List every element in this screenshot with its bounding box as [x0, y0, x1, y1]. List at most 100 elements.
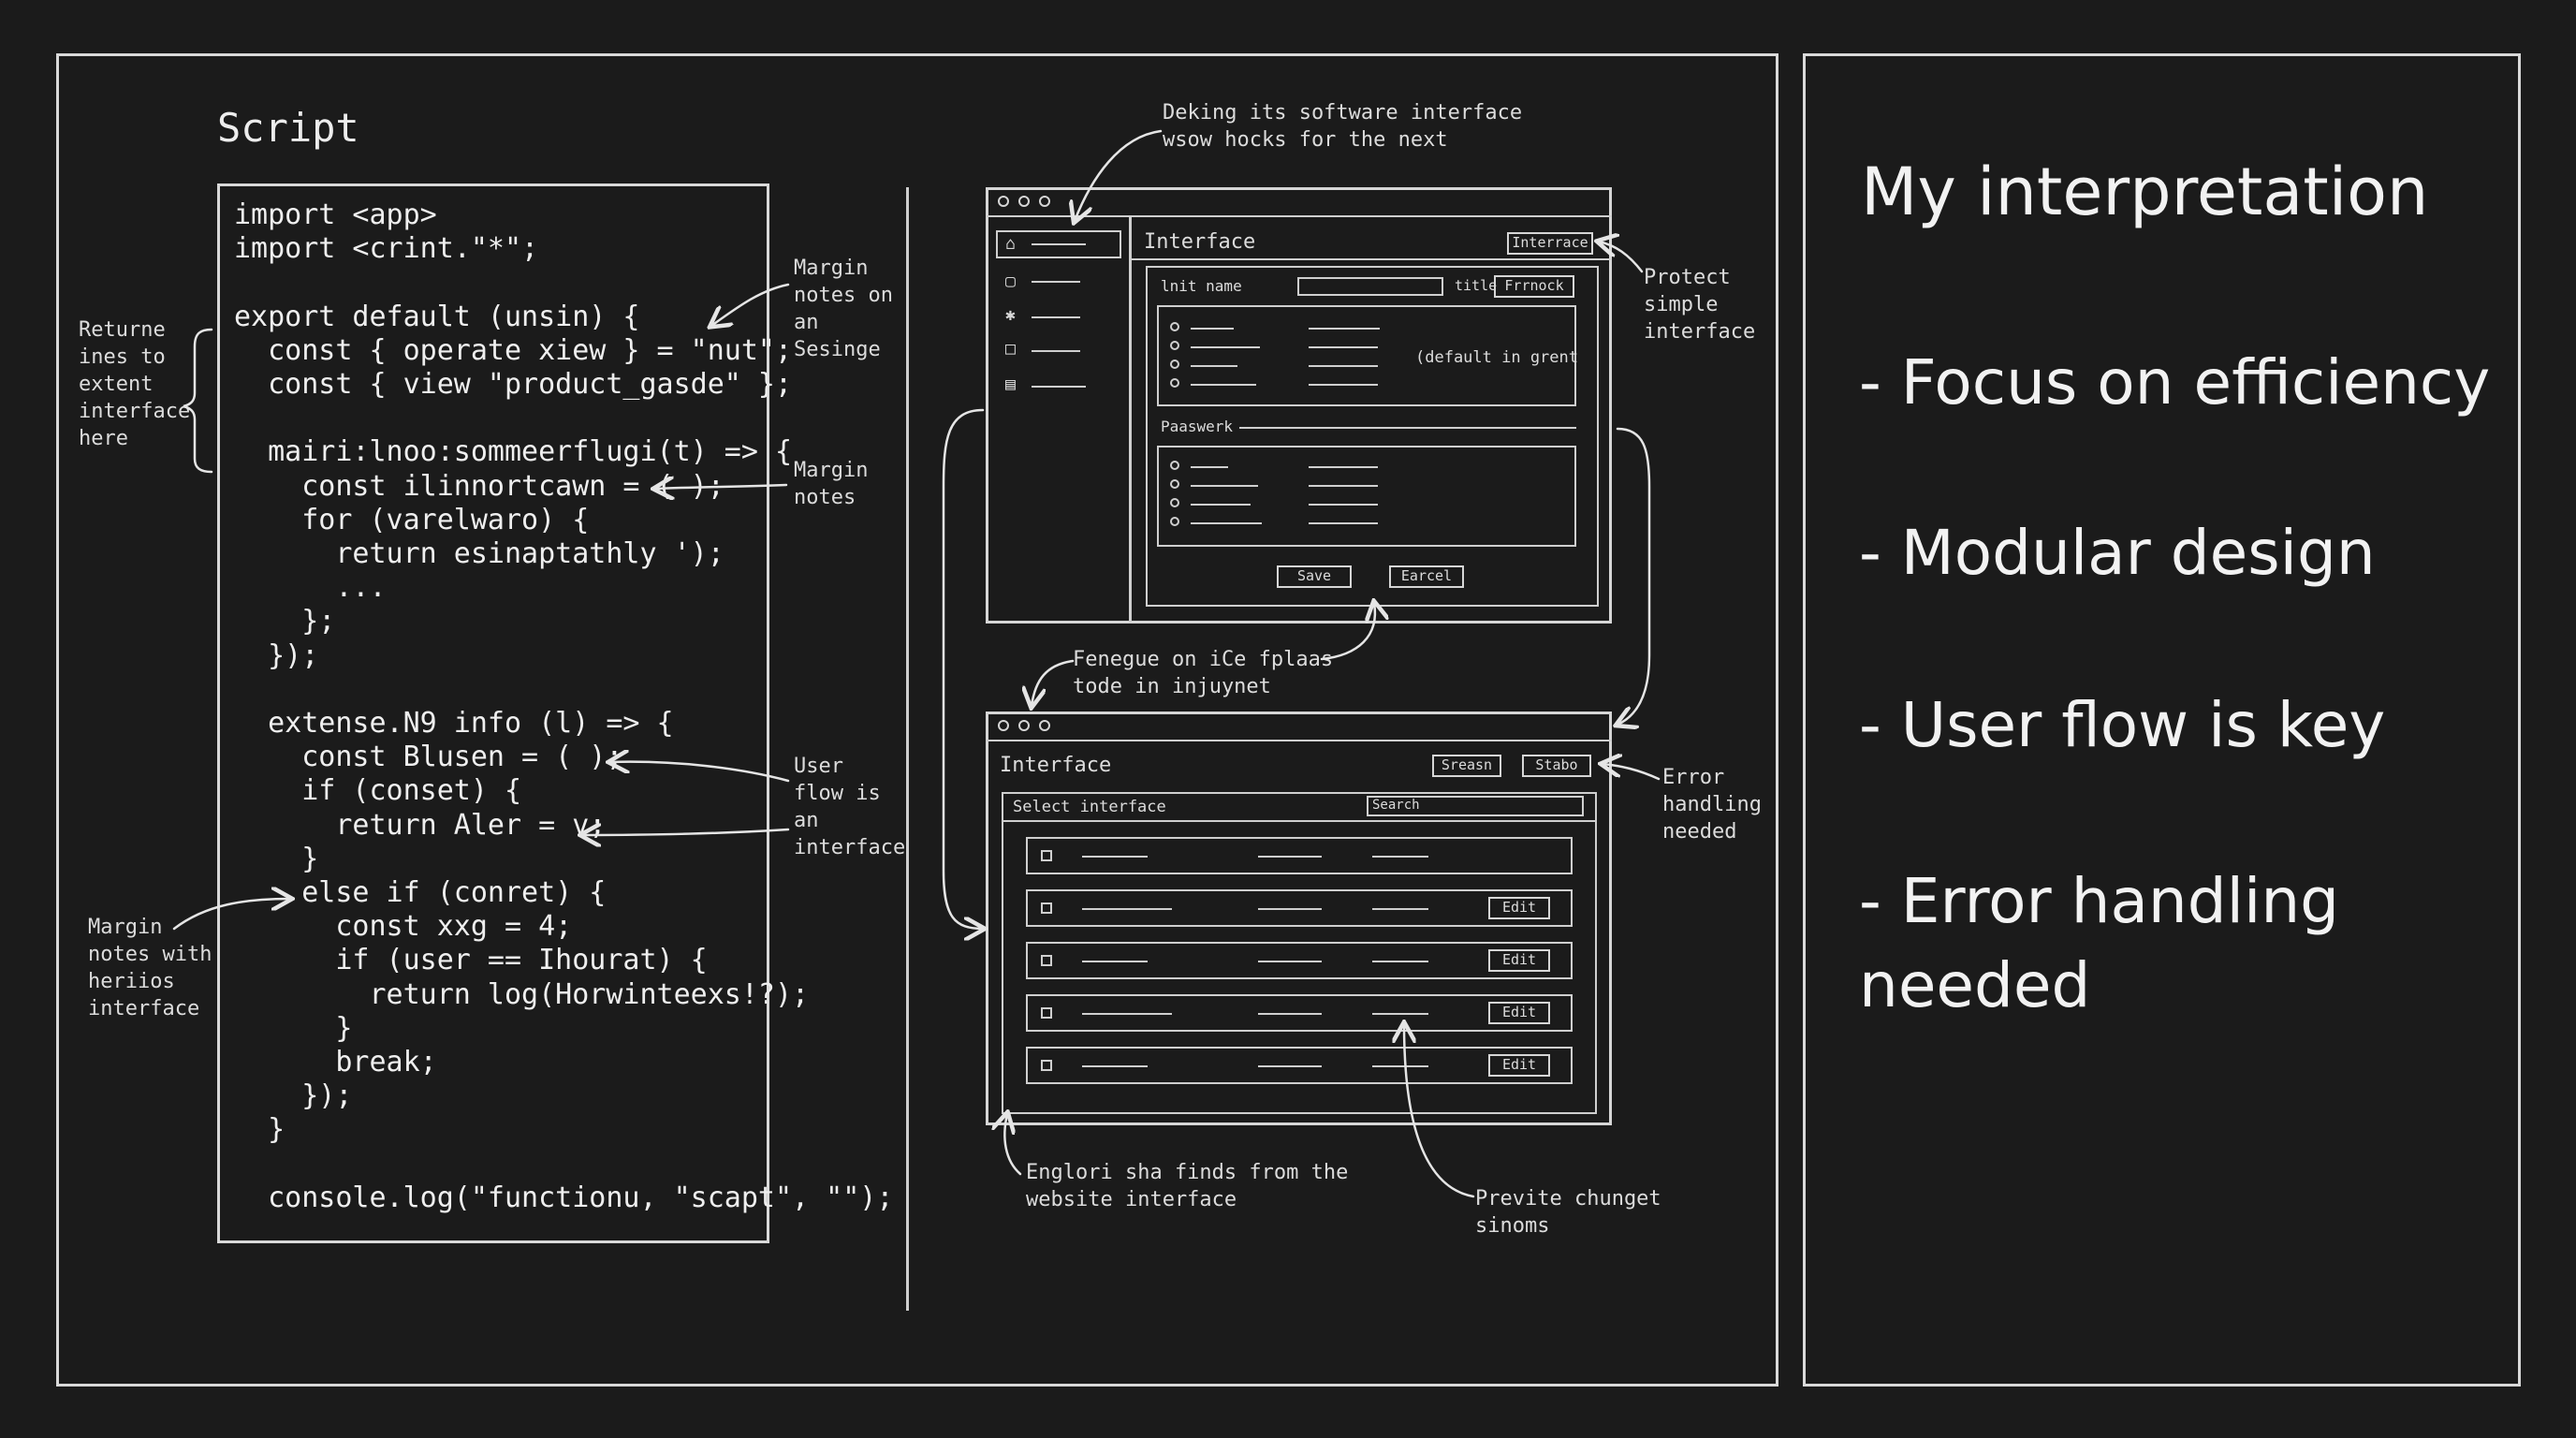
cancel-button[interactable]: Earcel [1389, 565, 1464, 588]
row-checkbox[interactable] [1041, 1060, 1052, 1071]
interpretation-title: My interpretation [1861, 154, 2429, 230]
row-checkbox[interactable] [1041, 902, 1052, 914]
radio-option[interactable] [1170, 360, 1179, 369]
window-dot [998, 196, 1009, 207]
code-line: }; [234, 605, 336, 638]
left-panel-frame [56, 53, 1778, 1387]
sidebar-line [1032, 316, 1080, 318]
top-wireframe-window [986, 187, 1612, 624]
field-button[interactable]: Frrnock [1494, 275, 1574, 298]
arrow-connector-left [942, 408, 983, 929]
code-line: else if (conret) { [234, 876, 607, 909]
option-line [1191, 466, 1228, 468]
option-line [1309, 522, 1378, 524]
right-panel-frame [1803, 53, 2521, 1387]
row-line [1082, 856, 1148, 858]
save-button[interactable]: Save [1277, 565, 1352, 588]
arrow-margin-3a [610, 762, 790, 783]
code-line: extense.N9 info (l) => { [234, 707, 674, 740]
table-row[interactable] [1026, 994, 1573, 1032]
row-line [1258, 961, 1322, 962]
option-line [1309, 504, 1378, 506]
note-margin-3: User flow is an interface [794, 755, 906, 859]
sidebar-line [1032, 281, 1080, 283]
sidebar-line [1032, 243, 1086, 245]
star-icon: ✱ [1005, 305, 1016, 325]
code-line: const xxg = 4; [234, 910, 573, 944]
option-line [1309, 485, 1378, 487]
group-1-label: (default in grent [1415, 348, 1578, 367]
row-line [1082, 908, 1172, 910]
row-line [1258, 1013, 1322, 1015]
arrow-error [1603, 764, 1661, 781]
code-line: return log(Horwinteexs!?); [234, 977, 810, 1011]
square-icon: □ [1005, 339, 1016, 359]
select-interface-label: Select interface [1013, 798, 1166, 816]
left-brace [183, 328, 213, 474]
code-line: ... [234, 571, 387, 605]
sidebar-line [1032, 386, 1086, 388]
code-line: if (conset) { [234, 774, 522, 808]
interpretation-point-2: - Modular design [1859, 517, 2376, 589]
note-margin-2: Margin notes [794, 459, 869, 509]
window-dot [1039, 720, 1050, 731]
radio-option[interactable] [1170, 517, 1179, 526]
option-line [1191, 384, 1256, 386]
arrow-top-note [1075, 129, 1163, 221]
bottom-header-button-2[interactable]: Stabo [1522, 755, 1591, 777]
note-protect-simple: Protect simple interface [1644, 266, 1756, 344]
option-line [1309, 384, 1378, 386]
option-line [1191, 346, 1260, 348]
code-line: import <crint."*"; [234, 232, 539, 266]
option-line [1191, 328, 1234, 330]
note-bottom-right: Previte chunget sinoms [1475, 1187, 1661, 1238]
radio-option[interactable] [1170, 378, 1179, 388]
list-icon: ▤ [1005, 374, 1016, 394]
table-row[interactable] [1026, 889, 1573, 927]
code-line: }); [234, 1079, 353, 1113]
radio-option[interactable] [1170, 341, 1179, 350]
bottom-header-button-1[interactable]: Sreasn [1432, 755, 1501, 777]
interpretation-point-4: - Error handling needed [1859, 865, 2340, 1021]
row-edit-button[interactable]: Edit [1488, 1002, 1550, 1024]
top-window-header-line [986, 215, 1612, 217]
row-line [1258, 908, 1322, 910]
code-line: } [234, 842, 319, 875]
radio-option[interactable] [1170, 498, 1179, 507]
note-margin-1: Margin notes on an Sesinge [794, 257, 893, 361]
window-dot [1018, 720, 1030, 731]
radio-option[interactable] [1170, 479, 1179, 489]
row-checkbox[interactable] [1041, 1007, 1052, 1019]
row-line [1082, 1065, 1148, 1067]
table-row[interactable] [1026, 837, 1573, 874]
table-row[interactable] [1026, 1047, 1573, 1084]
field-mid-label: title [1455, 277, 1498, 294]
radio-option[interactable] [1170, 322, 1179, 331]
sidebar-item-home[interactable] [996, 230, 1121, 258]
search-input[interactable] [1367, 796, 1584, 816]
arrow-middle-up [1320, 603, 1375, 661]
code-line: const Blusen = ( ); [234, 741, 623, 774]
bottom-content-header-line [1002, 820, 1597, 822]
arrow-bottom-right [1404, 1024, 1475, 1198]
code-line: return esinaptathly '); [234, 537, 724, 570]
radio-option[interactable] [1170, 461, 1179, 470]
code-line: const { view "product_gasde" }; [234, 368, 793, 401]
name-input[interactable] [1297, 277, 1443, 296]
row-line [1372, 908, 1428, 910]
interpretation-point-3: - User flow is key [1859, 689, 2386, 761]
row-checkbox[interactable] [1041, 955, 1052, 966]
row-edit-button[interactable]: Edit [1488, 949, 1550, 972]
sidebar-line [1032, 350, 1080, 352]
row-checkbox[interactable] [1041, 850, 1052, 861]
bottom-window-title: Interface [1000, 754, 1112, 777]
row-edit-button[interactable]: Edit [1488, 897, 1550, 919]
table-row[interactable] [1026, 942, 1573, 979]
option-group-1 [1157, 305, 1576, 406]
arrow-margin-1 [711, 283, 790, 326]
code-line: break; [234, 1046, 437, 1078]
interface-header-button[interactable]: Interrace [1507, 232, 1593, 255]
top-window-content-line [1132, 258, 1612, 260]
row-edit-button[interactable]: Edit [1488, 1054, 1550, 1077]
row-line [1082, 961, 1148, 962]
